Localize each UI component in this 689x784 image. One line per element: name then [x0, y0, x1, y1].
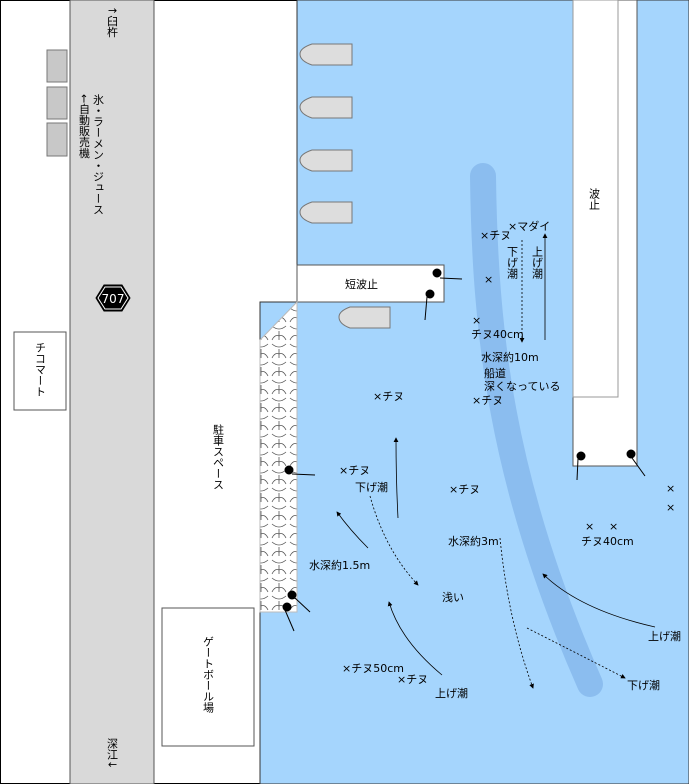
catch-label-chinu50: ×チヌ50cm — [342, 662, 404, 675]
catch-label-chinu: ×チヌ — [339, 464, 370, 477]
flood-tide-label: 上げ潮 — [648, 629, 681, 643]
short-pier — [296, 264, 445, 303]
breakwater-inner — [572, 0, 619, 398]
ebb-tide-label: 下げ潮 — [506, 246, 519, 280]
north-direction-label: ↑臼杵 — [106, 6, 119, 38]
vending-machine — [46, 122, 68, 157]
boat — [299, 149, 353, 172]
parking-label: 駐車スペース — [212, 423, 225, 490]
catch-mark: × — [585, 520, 594, 533]
gateball-label: ゲートボール場 — [202, 636, 215, 714]
tide-arrows — [336, 233, 656, 689]
catch-label-chinu: ×チヌ — [480, 229, 511, 242]
flood-tide-label: 上げ潮 — [435, 686, 468, 700]
boat — [299, 43, 353, 66]
road — [69, 0, 155, 784]
flood-tide-label: 上げ潮 — [531, 246, 544, 280]
ebb-tide-label: 下げ潮 — [627, 678, 660, 692]
depth-label-10m: 水深約10m — [481, 350, 539, 364]
boat — [299, 96, 353, 119]
catch-label-chinu: ×チヌ — [472, 394, 503, 407]
south-direction-label: 深江↓ — [106, 738, 119, 770]
catch-label-chinu40: チヌ40cm — [471, 328, 524, 341]
catch-mark: × — [609, 520, 618, 533]
store-label: チコマート — [34, 342, 47, 397]
boat — [338, 306, 391, 329]
vending-machine — [46, 86, 68, 120]
catch-mark: × — [666, 501, 675, 514]
catch-mark: × — [666, 482, 675, 495]
boat — [299, 201, 353, 224]
store-box — [13, 331, 67, 411]
vending-machine-label: ←自動販売機 — [78, 94, 91, 159]
catch-mark: × — [484, 273, 493, 286]
gateball-box — [161, 607, 255, 747]
vending-items-label: 氷・ラーメン・ジュース — [92, 94, 105, 215]
channel-label: 船道 — [484, 366, 506, 380]
route-sign-707: 707 — [95, 284, 131, 312]
route-number: 707 — [102, 292, 125, 306]
depth-label-3m: 水深約3m — [448, 534, 499, 548]
shallow-label: 浅い — [442, 591, 464, 604]
breakwater-label: 波止 — [588, 188, 601, 210]
tetrapods — [259, 300, 298, 613]
vending-machine — [46, 49, 68, 83]
ship-channel — [470, 163, 603, 697]
ebb-tide-label: 下げ潮 — [355, 480, 388, 494]
catch-label-madai: ×マダイ — [508, 219, 550, 233]
channel-deep-label: 深くなっている — [484, 380, 560, 393]
catch-label-chinu: ×チヌ — [397, 673, 428, 686]
angler-spots — [282, 268, 646, 632]
catch-mark: × — [472, 314, 481, 327]
catch-label-chinu: ×チヌ — [373, 390, 404, 403]
moored-boats — [299, 43, 391, 329]
short-pier-label: 短波止 — [345, 277, 378, 291]
catch-label-chinu40: チヌ40cm — [581, 535, 634, 548]
depth-label-1-5m: 水深約1.5m — [309, 558, 370, 572]
catch-label-chinu: ×チヌ — [449, 483, 480, 496]
